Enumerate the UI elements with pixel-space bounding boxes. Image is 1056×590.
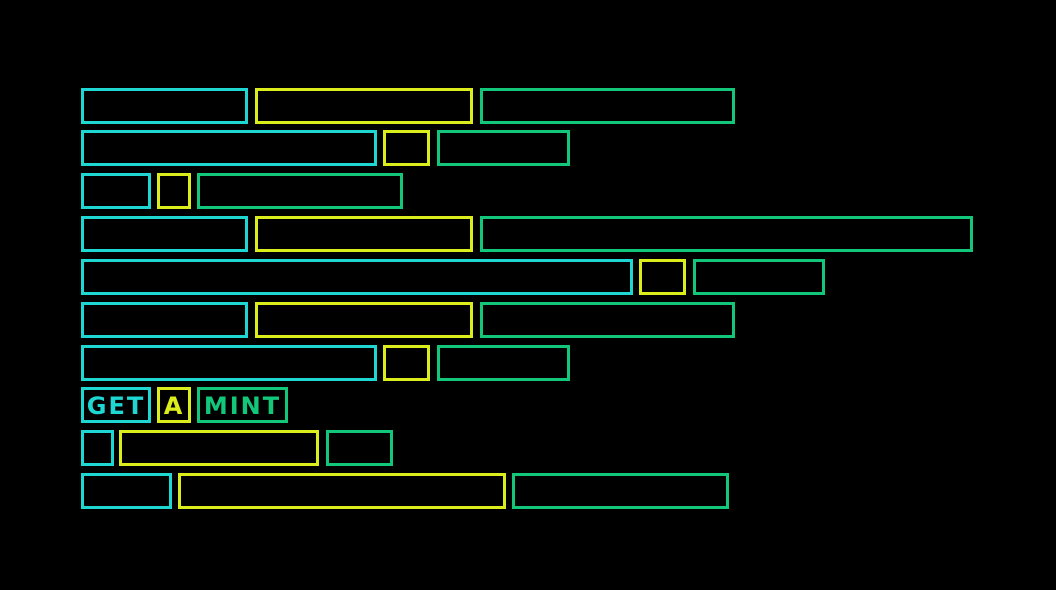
line-1-word-1 bbox=[81, 88, 248, 124]
line-2-word-1 bbox=[81, 130, 377, 166]
line-1-word-3 bbox=[480, 88, 735, 124]
line-1-word-2 bbox=[255, 88, 473, 124]
line-3-word-2 bbox=[157, 173, 191, 209]
line-5-word-1 bbox=[81, 259, 633, 295]
line-6-word-3 bbox=[480, 302, 735, 338]
line-7-word-1 bbox=[81, 345, 377, 381]
line-7-word-2 bbox=[383, 345, 430, 381]
word-mint: MINT bbox=[197, 387, 288, 423]
line-5-word-2 bbox=[639, 259, 686, 295]
line-3-word-1 bbox=[81, 173, 151, 209]
line-4-word-1 bbox=[81, 216, 248, 252]
line-3-word-3 bbox=[197, 173, 403, 209]
line-10-word-2 bbox=[178, 473, 506, 509]
line-2-word-2 bbox=[383, 130, 430, 166]
line-4-word-3 bbox=[480, 216, 973, 252]
line-9-word-3 bbox=[326, 430, 393, 466]
line-10-word-3 bbox=[512, 473, 729, 509]
line-4-word-2 bbox=[255, 216, 473, 252]
line-5-word-3 bbox=[693, 259, 825, 295]
word-a: A bbox=[157, 387, 191, 423]
line-7-word-3 bbox=[437, 345, 570, 381]
line-2-word-3 bbox=[437, 130, 570, 166]
line-6-word-2 bbox=[255, 302, 473, 338]
word-get: GET bbox=[81, 387, 151, 423]
line-10-word-1 bbox=[81, 473, 172, 509]
line-9-word-1 bbox=[81, 430, 114, 466]
line-6-word-1 bbox=[81, 302, 248, 338]
line-9-word-2 bbox=[119, 430, 319, 466]
